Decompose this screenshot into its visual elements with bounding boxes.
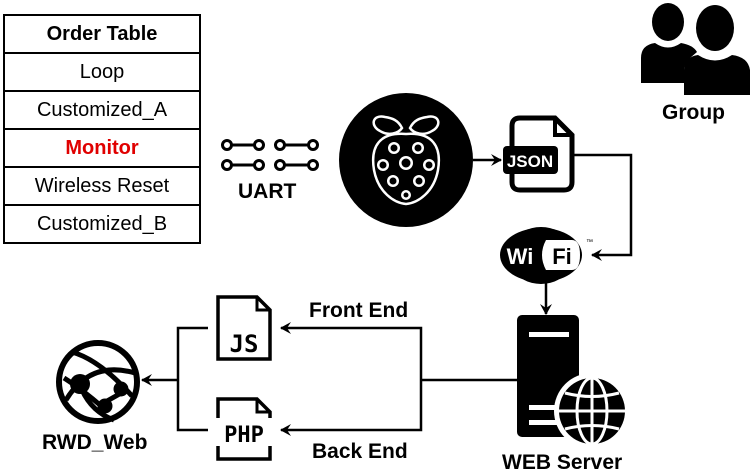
js-label: JS bbox=[230, 330, 259, 358]
order-table-header: Order Table bbox=[3, 14, 201, 54]
wifi-trademark: ™ bbox=[586, 239, 593, 246]
group-users-icon bbox=[641, 3, 750, 95]
web-app-globe-icon bbox=[56, 340, 140, 424]
uart-pins-icon bbox=[221, 139, 319, 171]
rwd-web-label: RWD_Web bbox=[42, 431, 148, 454]
uart-label: UART bbox=[238, 180, 297, 203]
edge-js-to-web bbox=[176, 326, 208, 432]
order-table-row-customized-b: Customized_B bbox=[3, 204, 201, 244]
order-table-row-loop: Loop bbox=[3, 52, 201, 92]
edge-back-end bbox=[280, 380, 423, 436]
group-label: Group bbox=[662, 101, 725, 124]
web-server-icon bbox=[517, 315, 630, 449]
raspberry-pi-icon bbox=[339, 93, 473, 227]
wifi-label-left: Wi bbox=[507, 244, 534, 269]
edge-json-to-wifi bbox=[572, 153, 633, 261]
order-table-row-monitor: Monitor bbox=[3, 128, 201, 168]
wifi-label-right: Fi bbox=[552, 244, 572, 269]
edge-front-end bbox=[280, 322, 423, 380]
json-label: JSON bbox=[507, 152, 553, 171]
php-label: PHP bbox=[224, 423, 264, 448]
web-server-label: WEB Server bbox=[502, 451, 623, 474]
order-table: Order Table Loop Customized_A Monitor Wi… bbox=[3, 14, 201, 244]
php-file-icon: PHP bbox=[216, 397, 272, 461]
front-end-label: Front End bbox=[309, 299, 409, 322]
json-file-icon: JSON bbox=[503, 115, 575, 193]
js-file-icon: JS bbox=[216, 295, 272, 361]
wifi-logo-icon: Wi Fi ™ bbox=[500, 227, 593, 284]
order-table-row-customized-a: Customized_A bbox=[3, 90, 201, 130]
back-end-label: Back End bbox=[312, 440, 408, 463]
order-table-row-wireless-reset: Wireless Reset bbox=[3, 166, 201, 206]
